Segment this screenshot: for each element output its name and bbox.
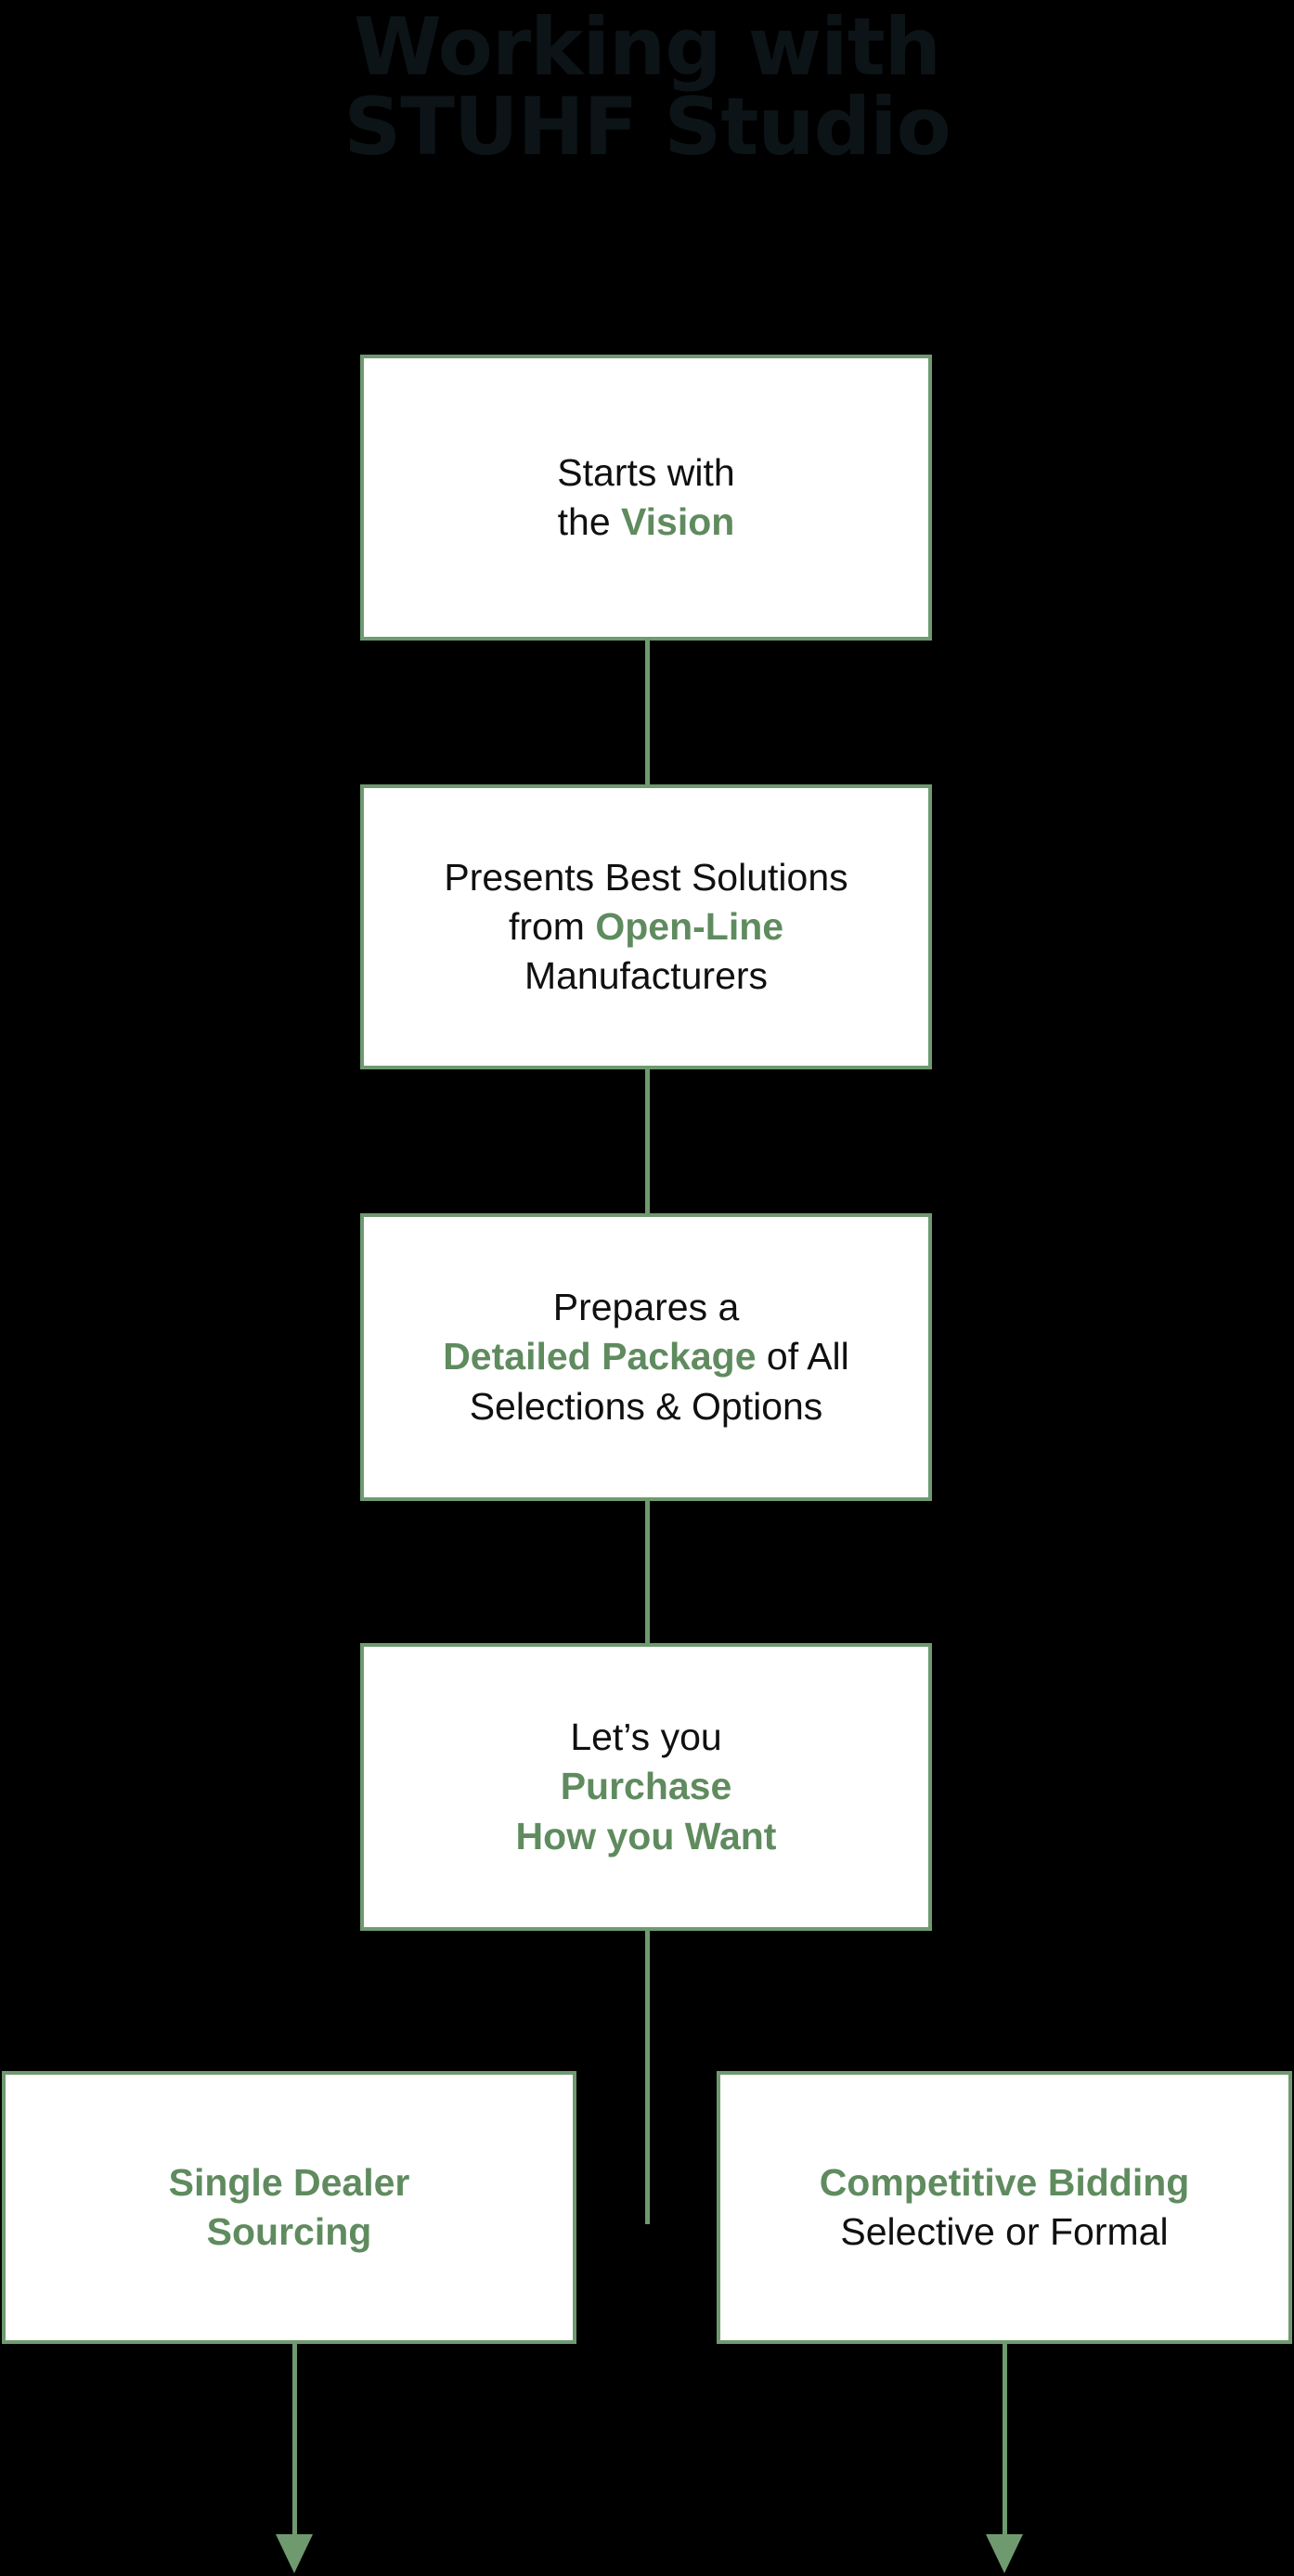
arrow-stem (1003, 2344, 1007, 2534)
text-segment-accent: Single Dealer (168, 2160, 410, 2204)
flow-box-vision[interactable]: Starts with the Vision (360, 355, 932, 641)
arrow-head-icon (276, 2534, 313, 2573)
text-segment: the (557, 500, 622, 543)
flow-box-competitive-bidding[interactable]: Competitive Bidding Selective or Formal (717, 2071, 1292, 2344)
text-segment: Selections & Options (469, 1384, 823, 1428)
flow-line: Prepares a (373, 1283, 919, 1332)
flow-line: Let’s you (373, 1713, 919, 1762)
page-title: Working with STUHF Studio (343, 1, 951, 174)
text-segment: Selective or Formal (840, 2210, 1169, 2253)
text-segment: Let’s you (570, 1715, 722, 1759)
connector-solutions-to-package (645, 1069, 650, 1216)
flow-line: Starts with (373, 448, 919, 498)
flow-line: Detailed Package of All (373, 1332, 919, 1381)
arrow-head-icon (986, 2534, 1023, 2573)
text-segment: Prepares a (552, 1286, 740, 1329)
text-segment-accent: How you Want (515, 1814, 777, 1858)
flow-line: the Vision (373, 498, 919, 547)
flow-box-vision-text: Starts with the Vision (364, 448, 928, 548)
flow-box-single-dealer-text: Single Dealer Sourcing (6, 2158, 573, 2258)
flow-box-package-text: Prepares a Detailed Package of All Selec… (364, 1283, 928, 1431)
flow-box-single-dealer-sourcing[interactable]: Single Dealer Sourcing (2, 2071, 576, 2344)
connector-package-to-purchase (645, 1501, 650, 1646)
flow-box-package[interactable]: Prepares a Detailed Package of All Selec… (360, 1213, 932, 1501)
text-segment: Manufacturers (524, 954, 769, 998)
flow-line: Single Dealer (15, 2158, 563, 2207)
connector-vision-to-solutions (645, 641, 650, 787)
flow-line: from Open-Line (373, 902, 919, 951)
text-segment: from (508, 904, 596, 948)
text-segment-accent: Competitive Bidding (819, 2160, 1190, 2204)
flow-line: Selections & Options (373, 1382, 919, 1431)
text-segment: of All (756, 1335, 849, 1379)
flow-line: Competitive Bidding (730, 2158, 1279, 2207)
flow-line: Presents Best Solutions (373, 853, 919, 902)
flow-line: Selective or Formal (730, 2207, 1279, 2257)
flow-box-competitive-text: Competitive Bidding Selective or Formal (720, 2158, 1288, 2258)
arrow-stem (292, 2344, 297, 2534)
text-segment-accent: Open-Line (595, 904, 784, 948)
text-segment-accent: Sourcing (206, 2210, 372, 2253)
flow-line: Purchase (373, 1762, 919, 1811)
text-segment-accent: Detailed Package (443, 1335, 757, 1379)
flow-line: How you Want (373, 1812, 919, 1861)
flow-box-purchase-text: Let’s you Purchase How you Want (364, 1713, 928, 1861)
flow-line: Sourcing (15, 2207, 563, 2257)
text-segment: Presents Best Solutions (444, 855, 848, 899)
flow-box-solutions-text: Presents Best Solutions from Open-Line M… (364, 853, 928, 1002)
text-segment-accent: Vision (621, 500, 735, 543)
text-segment-accent: Purchase (560, 1765, 732, 1808)
text-segment: Starts with (557, 450, 735, 494)
connector-purchase-to-branches (645, 1931, 650, 2224)
flow-line: Manufacturers (373, 951, 919, 1001)
flow-box-solutions[interactable]: Presents Best Solutions from Open-Line M… (360, 784, 932, 1069)
flow-box-purchase[interactable]: Let’s you Purchase How you Want (360, 1643, 932, 1931)
